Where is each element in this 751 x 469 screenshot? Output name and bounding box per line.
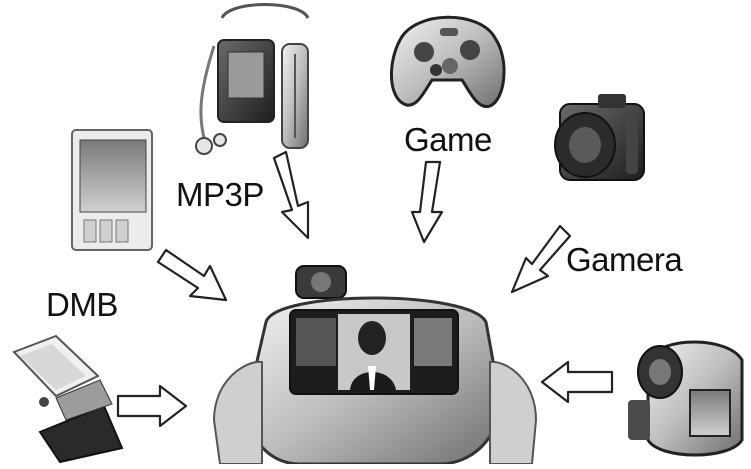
label-camera: Gamera xyxy=(566,243,682,276)
laptop-icon xyxy=(14,336,122,462)
arrow-from-dmb xyxy=(158,250,226,300)
arrow-from-game xyxy=(412,162,442,242)
gamepad-icon xyxy=(391,17,504,106)
dmb-device-icon xyxy=(72,130,152,250)
label-game: Game xyxy=(404,123,492,156)
handheld-multimedia-device-icon xyxy=(214,266,536,464)
label-mp3p: MP3P xyxy=(176,178,264,211)
label-dmb: DMB xyxy=(46,288,118,321)
camcorder-icon xyxy=(628,342,742,455)
arrow-from-laptop xyxy=(118,386,186,426)
mp3-player-icon xyxy=(196,5,308,155)
arrow-from-mp3p xyxy=(274,152,308,238)
digital-camera-icon xyxy=(555,94,644,180)
arrow-from-camera xyxy=(512,226,570,292)
arrow-from-camcorder xyxy=(542,362,612,402)
